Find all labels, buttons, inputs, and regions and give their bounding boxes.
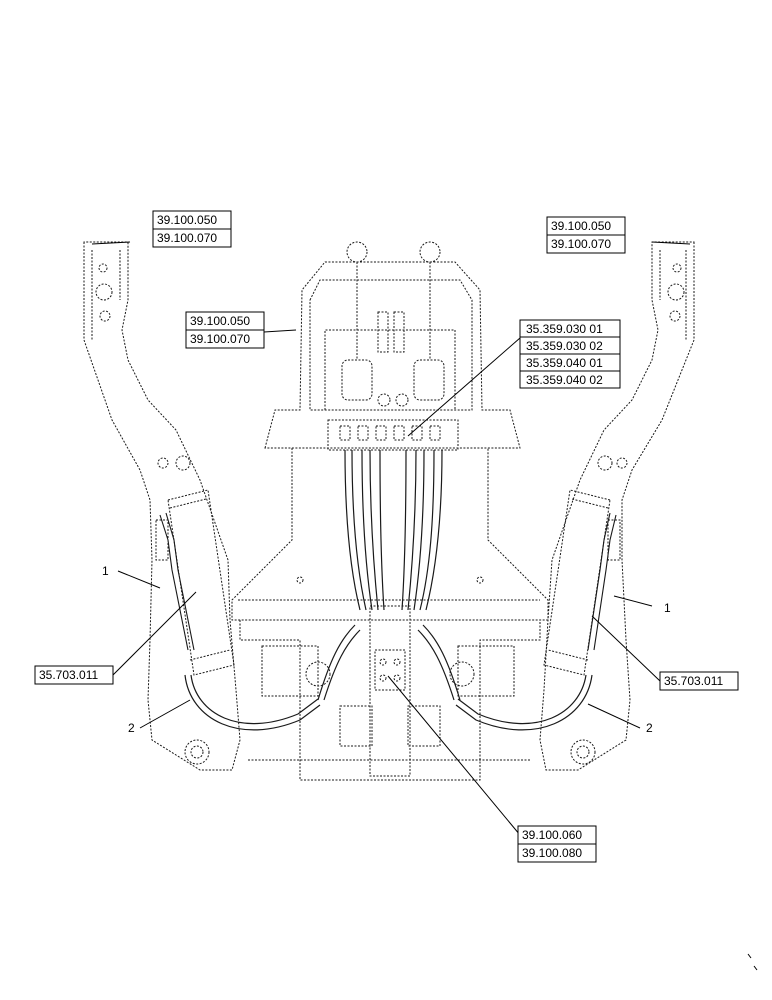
ref-label: 35.703.011 [664, 674, 723, 688]
left-lift-arm [83, 241, 241, 771]
ref-label: 39.100.050 [157, 213, 217, 227]
leader-lines [91, 241, 691, 836]
ref-label: 35.359.040 01 [526, 356, 603, 370]
ref-label: 39.100.070 [190, 332, 250, 346]
callout-1-left: 1 [102, 564, 109, 578]
ref-group-top-left: 39.100.050 39.100.070 [152, 210, 232, 248]
ref-label: 39.100.070 [157, 231, 217, 245]
ref-group-center-left: 39.100.050 39.100.070 [185, 311, 265, 349]
ref-group-cylinder-left: 35.703.011 [34, 665, 114, 685]
ref-label: 39.100.050 [190, 314, 250, 328]
left-lift-cylinder [155, 489, 235, 676]
ref-group-cylinder-right: 35.703.011 [659, 671, 739, 691]
ref-label: 39.100.070 [551, 237, 611, 251]
ref-group-valves: 35.359.030 01 35.359.030 02 35.359.040 0… [519, 319, 621, 389]
callout-1-right: 1 [664, 601, 671, 615]
callout-2-right: 2 [646, 721, 653, 735]
right-lift-arm [539, 241, 695, 771]
control-console [231, 241, 549, 781]
ref-label: 35.359.040 02 [526, 373, 603, 387]
ref-label: 39.100.080 [522, 846, 582, 860]
right-lift-cylinder [543, 489, 621, 676]
ref-label: 39.100.050 [551, 219, 611, 233]
callout-2-left: 2 [128, 721, 135, 735]
ref-label: 35.359.030 02 [526, 339, 603, 353]
ref-group-bottom: 39.100.060 39.100.080 [517, 825, 597, 863]
hydraulic-hoses [184, 624, 593, 731]
ref-label: 35.703.011 [39, 668, 98, 682]
ref-label: 35.359.030 01 [526, 322, 603, 336]
ref-group-top-right: 39.100.050 39.100.070 [546, 216, 626, 254]
corner-marks [747, 953, 758, 971]
ref-label: 39.100.060 [522, 828, 582, 842]
